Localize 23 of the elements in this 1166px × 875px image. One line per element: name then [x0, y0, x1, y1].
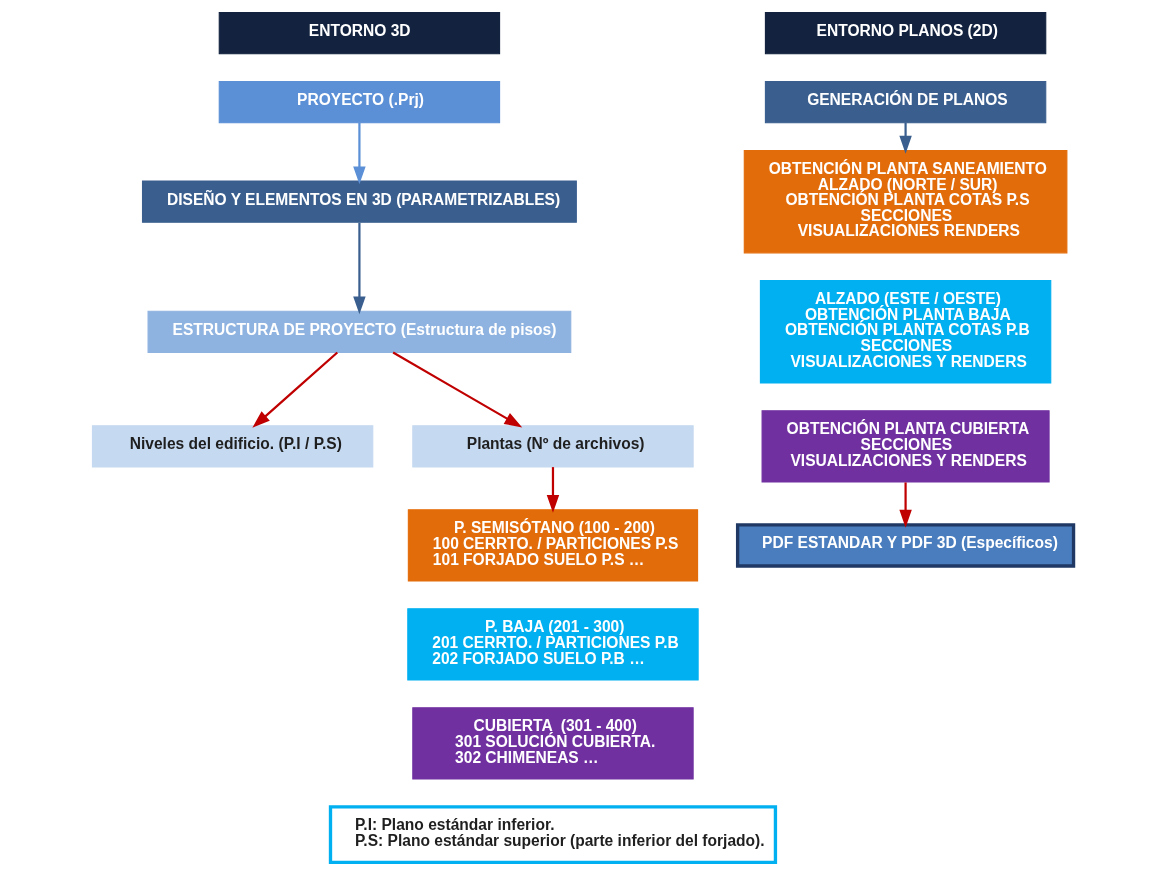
node-box: P.I: Plano estándar inferior. P.S: Plano estándar superior (parte inferior del forjado).: [328, 805, 778, 865]
arrow: [546, 467, 560, 513]
node-box: Plantas (Nº de archivos): [412, 425, 694, 468]
node-box: ENTORNO 3D: [218, 12, 501, 55]
node-box: OBTENCIÓN PLANTA SANEAMIENTO ALZADO (NORTE / SUR) OBTENCIÓN PLANTA COTAS P.S SECCIONES VISUALIZACIONES RENDERS: [743, 149, 1068, 254]
node-box: ENTORNO PLANOS (2D): [764, 12, 1047, 55]
node-box: ESTRUCTURA DE PROYECTO (Estructura de pisos): [147, 310, 572, 353]
node-box: ALZADO (ESTE / OESTE) OBTENCIÓN PLANTA BAJA OBTENCIÓN PLANTA COTAS P.B SECCIONES VISUALIZACIONES Y RENDERS: [759, 280, 1052, 384]
arrow: [353, 222, 366, 315]
arrow: [899, 482, 912, 528]
node-box: PROYECTO (.Prj): [218, 81, 501, 124]
node-box: P. BAJA (201 - 300) 201 CERRTO. / PARTICIONES P.B 202 FORJADO SUELO P.B …: [407, 608, 699, 681]
node-box: Niveles del edificio. (P.I / P.S): [91, 425, 374, 468]
node-box: PDF ESTANDAR Y PDF 3D (Específicos): [735, 523, 1076, 568]
node-box: OBTENCIÓN PLANTA CUBIERTA SECCIONES VISUALIZACIONES Y RENDERS: [761, 410, 1050, 483]
arrow: [392, 351, 523, 428]
node-box: CUBIERTA (301 - 400) 301 SOLUCIÓN CUBIERTA. 302 CHIMENEAS …: [412, 707, 694, 780]
node-box: P. SEMISÓTANO (100 - 200) 100 CERRTO. / PARTICIONES P.S 101 FORJADO SUELO P.S …: [407, 509, 699, 582]
node-box: DISEÑO Y ELEMENTOS EN 3D (PARAMETRIZABLES): [141, 180, 577, 223]
node-box: GENERACIÓN DE PLANOS: [764, 81, 1047, 124]
arrow: [252, 351, 339, 428]
arrow: [353, 122, 366, 185]
arrow: [899, 122, 912, 154]
